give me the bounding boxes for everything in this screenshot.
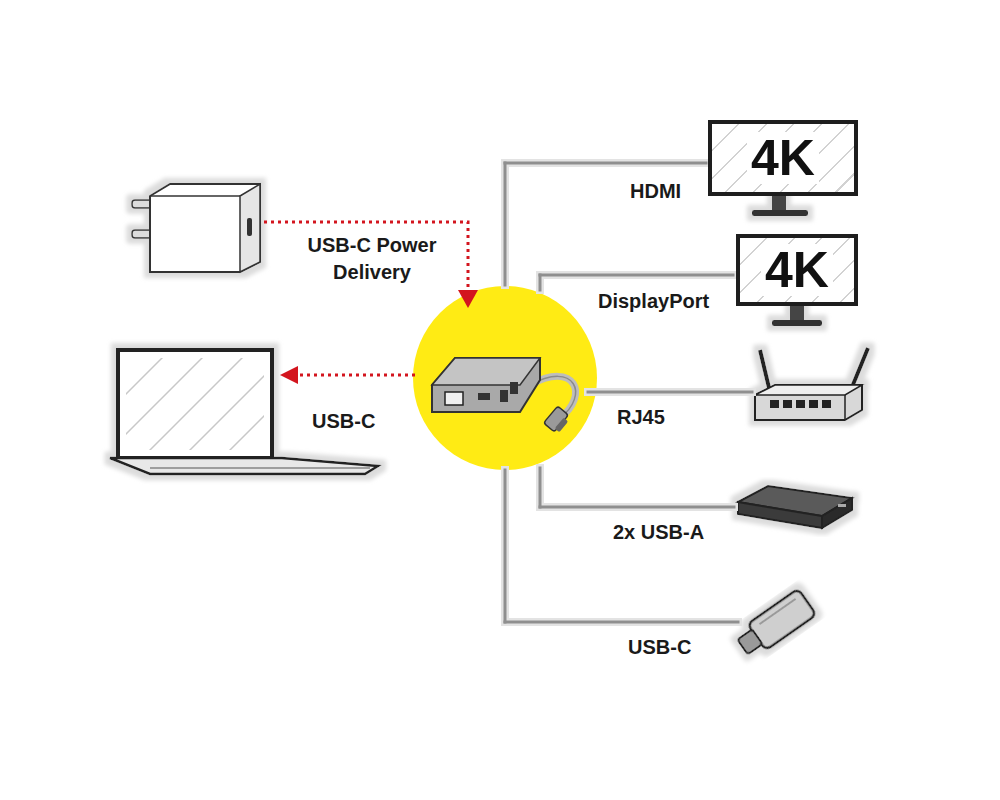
port-line [540, 274, 733, 277]
monitor-screen: 4K [736, 234, 858, 306]
port-line [539, 275, 542, 290]
port-label: 2x USB-A [613, 519, 704, 546]
resolution-label: 4K [747, 132, 819, 184]
resolution-label: 4K [761, 244, 833, 296]
router [755, 348, 868, 420]
line-halo [540, 271, 733, 279]
power-adapter [132, 184, 260, 272]
port-line [505, 162, 706, 165]
router-port [770, 400, 779, 408]
arrow-head [458, 290, 478, 308]
power-flow-line [296, 374, 415, 377]
router-port [783, 400, 792, 408]
line-halo [536, 275, 544, 290]
laptop [110, 350, 378, 474]
router-port [809, 400, 818, 408]
external-drive [738, 486, 852, 528]
monitor-screen: 4K [708, 120, 858, 196]
port-line [588, 391, 752, 394]
line-halo [501, 470, 509, 622]
arrow-head [280, 366, 298, 384]
port-label: DisplayPort [598, 288, 709, 315]
router-port [796, 400, 805, 408]
power-flow-line [264, 222, 468, 292]
port-label: USB-C Power Delivery [287, 232, 457, 286]
port-label: HDMI [630, 178, 681, 205]
line-halo [505, 159, 706, 167]
line-halo [536, 468, 544, 507]
line-halo [540, 503, 734, 511]
port-line [504, 470, 507, 622]
router-port [822, 400, 831, 408]
port-line [539, 468, 542, 507]
port-label: USB-C [628, 634, 691, 661]
port-line [505, 621, 738, 624]
port-line [540, 506, 734, 509]
highlight-circle [413, 286, 597, 470]
line-halo [588, 388, 752, 396]
port-line [504, 163, 507, 285]
port-label: RJ45 [617, 404, 665, 431]
usb-c-hub [432, 358, 576, 432]
usb-stick [733, 589, 816, 661]
line-halo [501, 163, 509, 285]
port-label: USB-C [312, 408, 375, 435]
line-halo [505, 618, 738, 626]
